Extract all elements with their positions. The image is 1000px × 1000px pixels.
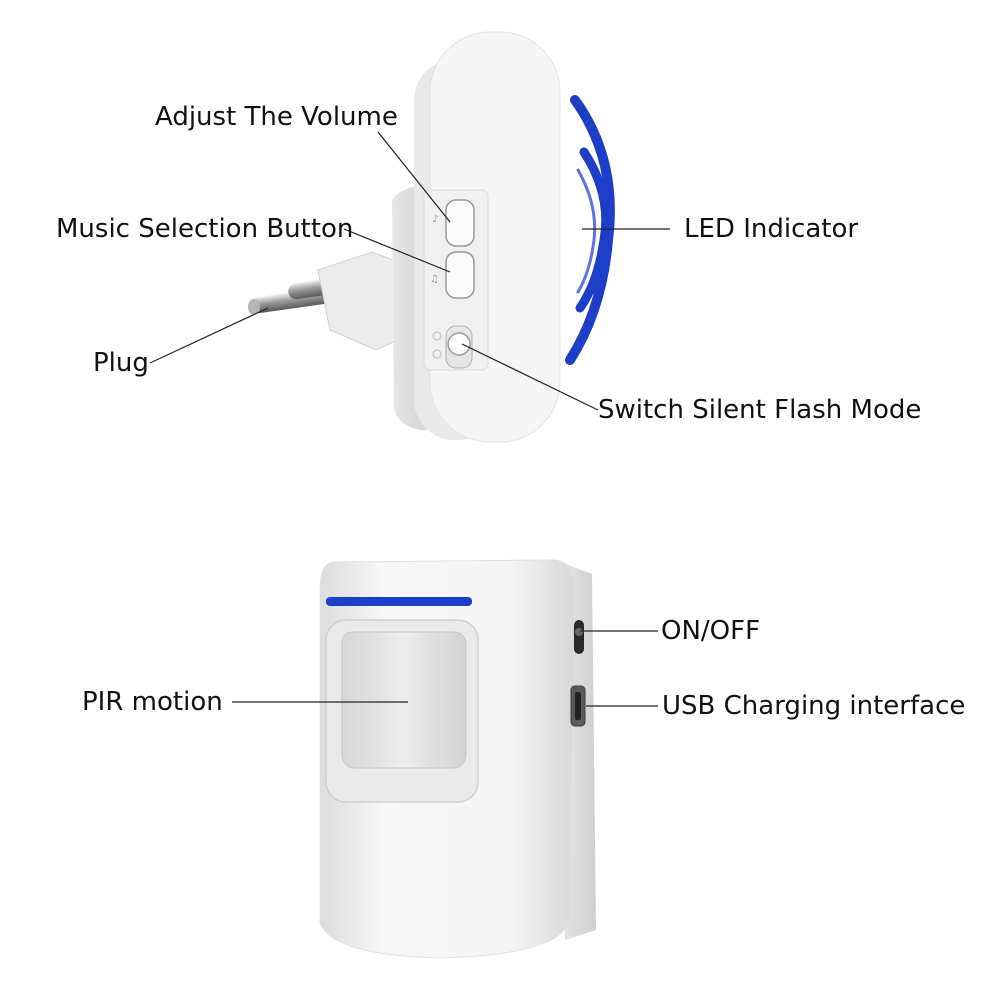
label-music-selection: Music Selection Button [56,214,354,244]
label-silent-flash-mode: Switch Silent Flash Mode [598,395,922,425]
label-usb-charging: USB Charging interface [662,691,966,721]
svg-text:♪: ♪ [432,214,438,225]
plug-body [317,251,403,351]
led-ring [565,95,615,365]
receiver-unit: ♪ ♫ [248,31,615,443]
label-led-indicator: LED Indicator [684,214,859,244]
silent-switch-knob [447,332,471,356]
leader-lines [149,131,670,707]
pir-lens [341,631,467,769]
leader-volume [377,131,451,223]
onoff-switch [574,620,584,654]
music-button [445,251,475,299]
sensor-led-strip [326,597,472,606]
sensor-unit [319,559,596,959]
leader-silent [461,343,599,411]
leader-music [343,228,451,273]
volume-button [445,199,475,247]
label-adjust-volume: Adjust The Volume [155,102,398,132]
leader-plug [149,307,269,364]
label-plug: Plug [93,348,149,378]
label-pir-motion: PIR motion [82,687,223,717]
label-on-off: ON/OFF [661,616,761,646]
svg-text:♫: ♫ [430,274,439,285]
